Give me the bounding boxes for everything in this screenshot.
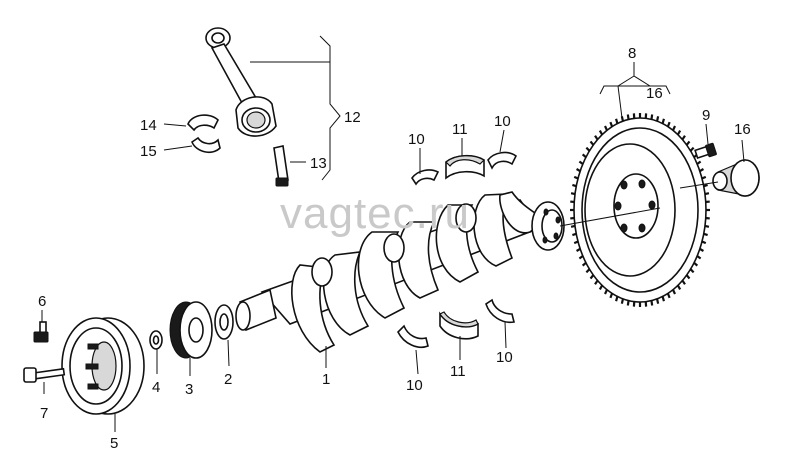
crankshaft-sprocket: [169, 301, 213, 359]
callout-2: 2: [224, 371, 232, 388]
leader-lines: [41, 61, 745, 432]
callout-11-upper: 11: [452, 121, 468, 138]
assembly-axis-line-2: [679, 181, 719, 189]
callout-labels: 1 2 3 4 5 6 7 8 9 10 10 10 10 11 11 12 1…: [38, 45, 751, 452]
needle-bearing: [712, 159, 760, 197]
callout-4: 4: [152, 379, 160, 396]
thrust-washer-lower-left: [397, 324, 429, 348]
rod-bearing-shell-upper: [187, 114, 219, 132]
callout-8: 8: [628, 45, 636, 62]
bearing-shell-upper: [445, 154, 485, 180]
flywheel-bolt: [694, 142, 717, 159]
callout-10-lower-right: 10: [496, 349, 513, 366]
callout-5: 5: [110, 435, 118, 452]
callout-16-bearing: 16: [734, 121, 751, 138]
callout-7: 7: [40, 405, 48, 422]
bearing-shell-lower: [439, 311, 479, 340]
connecting-rod-bolt: [273, 145, 289, 187]
assembly-axis-line: [559, 207, 661, 227]
pulley-bolt-short: [33, 321, 49, 343]
callout-11-lower: 11: [450, 363, 466, 380]
callout-14: 14: [140, 117, 157, 134]
callout-10-upper-left: 10: [408, 131, 425, 148]
thrust-washer-upper-left: [411, 169, 440, 186]
callout-1: 1: [322, 371, 330, 388]
thrust-washer-upper-right: [487, 151, 518, 170]
pulley-bolt-long: [23, 367, 66, 383]
thrust-washer-lower-right: [485, 298, 515, 324]
small-washer: [149, 330, 163, 350]
callout-13: 13: [310, 155, 327, 172]
rod-bearing-shell-lower: [191, 136, 221, 154]
callout-6: 6: [38, 293, 46, 310]
vibration-damper-pulley: [61, 317, 145, 415]
flywheel-ring-gear-teeth: [570, 113, 710, 307]
callout-9: 9: [702, 107, 710, 124]
connecting-rod: [205, 27, 277, 137]
callout-12: 12: [344, 109, 361, 126]
front-washer: [214, 304, 234, 340]
callout-3: 3: [185, 381, 193, 398]
callout-10-upper-right: 10: [494, 113, 511, 130]
flywheel: [570, 113, 710, 307]
bracket-12: [319, 35, 341, 181]
callout-15: 15: [140, 143, 157, 160]
crankshaft: [235, 191, 565, 353]
callout-10-lower-left: 10: [406, 377, 423, 394]
watermark: vagtec.ru: [280, 189, 470, 238]
callout-16-flywheel: 16: [646, 85, 663, 102]
